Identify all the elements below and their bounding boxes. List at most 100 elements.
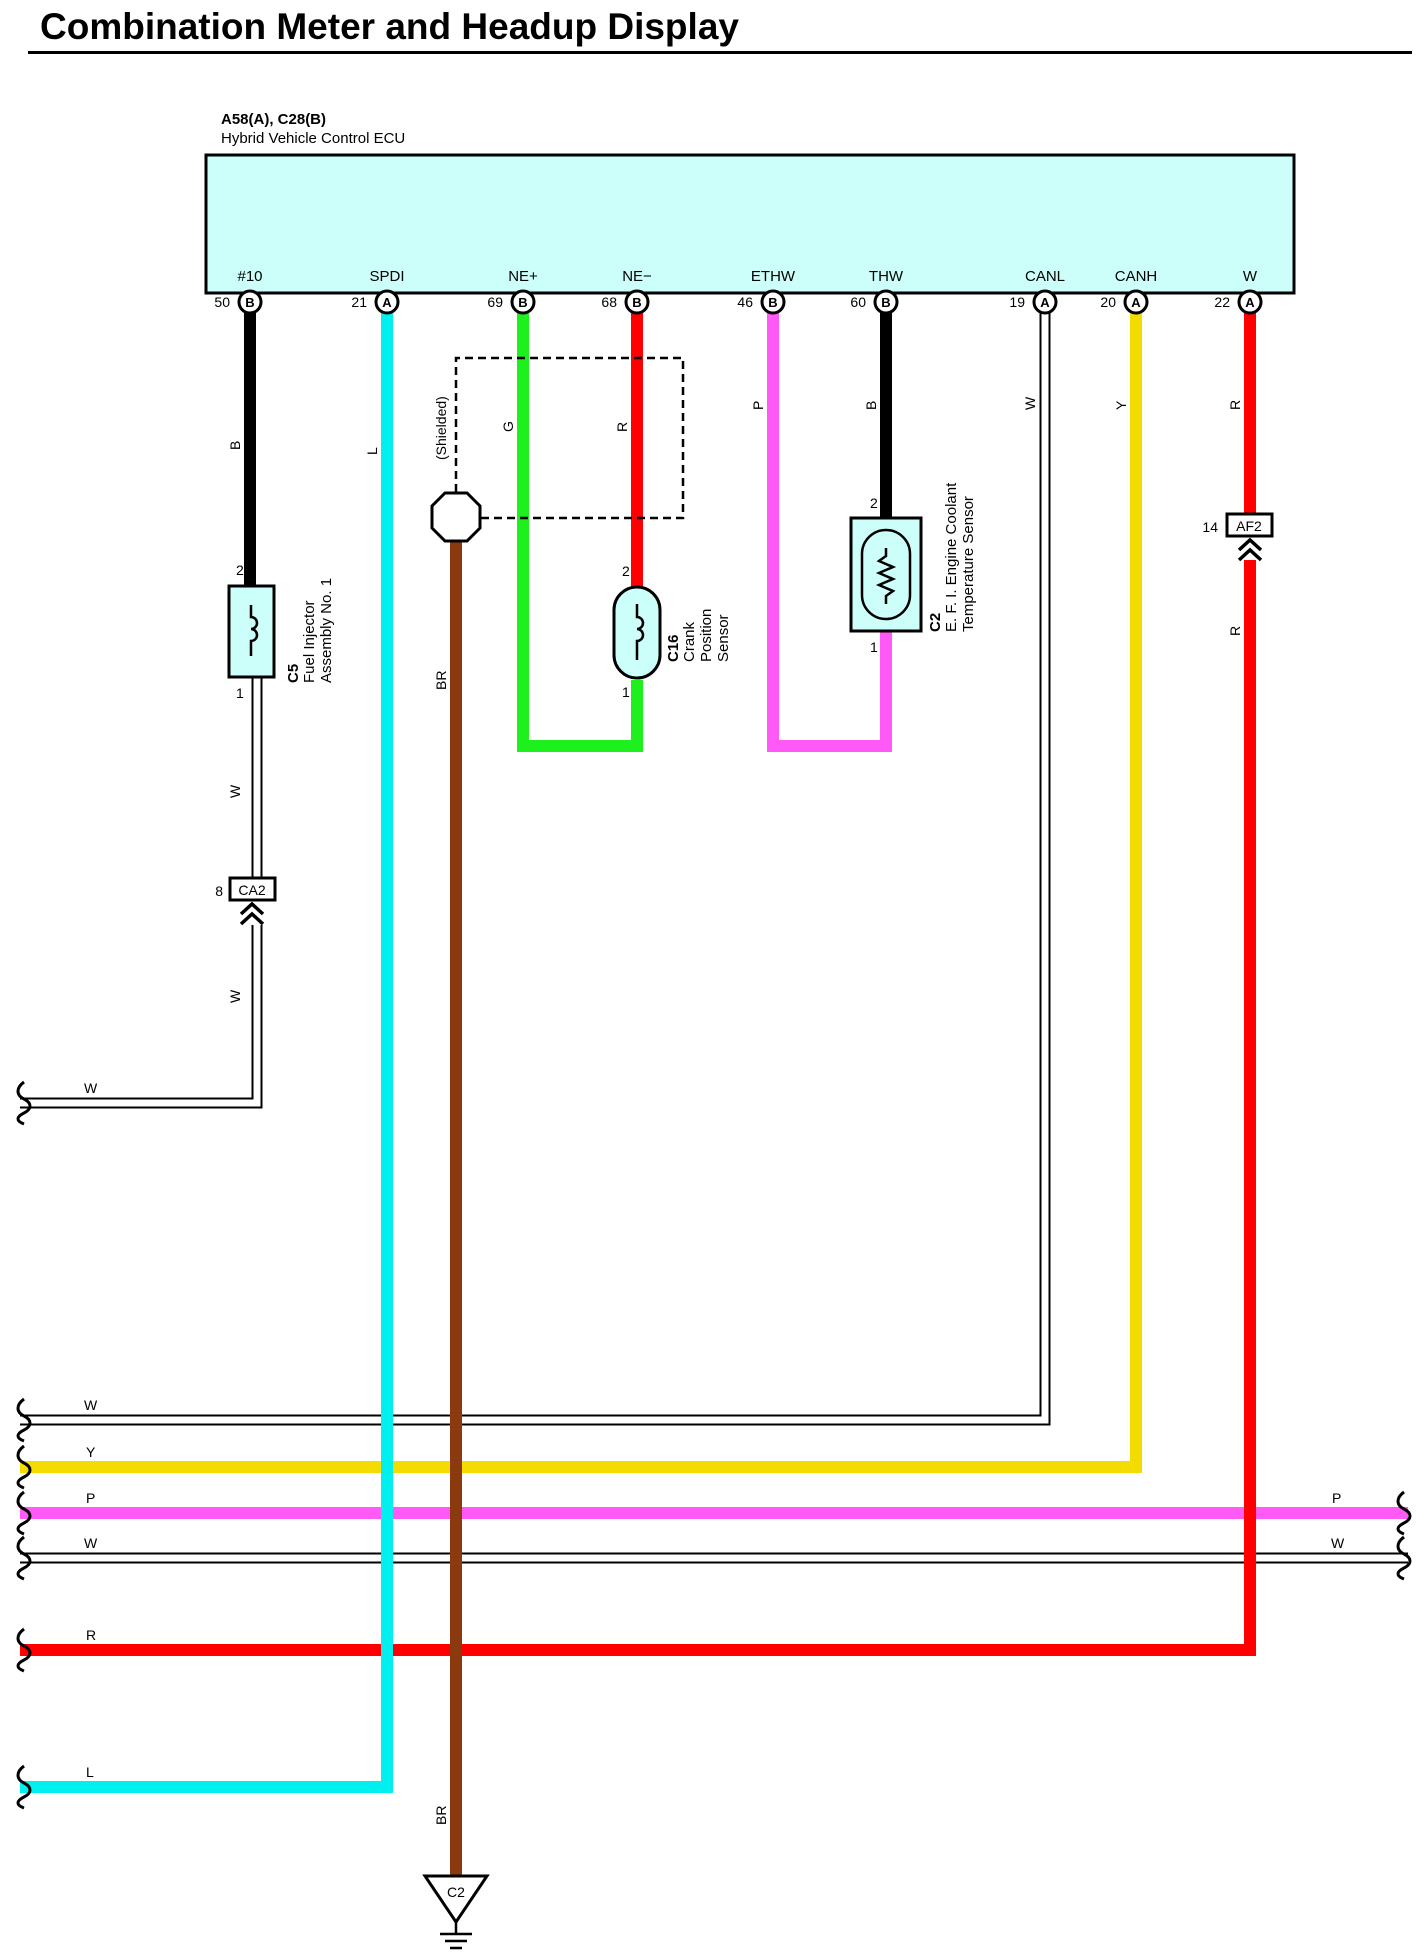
terminal-name: W bbox=[1243, 268, 1258, 285]
left-wire-label: R bbox=[86, 1627, 96, 1643]
wire-label: P bbox=[750, 401, 766, 410]
wire-label: R bbox=[1227, 400, 1243, 410]
ecu-pin-10: 50 B bbox=[214, 289, 263, 315]
wire-label: W bbox=[227, 989, 243, 1003]
svg-text:2: 2 bbox=[622, 563, 630, 579]
wire-canl-white bbox=[20, 313, 1051, 1426]
chevron-icon bbox=[1237, 537, 1263, 562]
wire-label: R bbox=[1227, 626, 1243, 636]
coil-icon bbox=[249, 605, 259, 656]
left-wire-label: L bbox=[86, 1764, 94, 1780]
svg-text:C16: C16 bbox=[665, 634, 682, 662]
svg-text:1: 1 bbox=[236, 685, 244, 701]
ecu-pin-spdi: 21 A bbox=[351, 289, 400, 315]
left-wire-label: W bbox=[84, 1397, 98, 1413]
svg-text:2: 2 bbox=[236, 562, 244, 578]
chevron-icon bbox=[239, 901, 265, 926]
svg-text:2: 2 bbox=[870, 495, 878, 511]
page-title: Combination Meter and Headup Display bbox=[40, 6, 739, 47]
svg-text:60: 60 bbox=[850, 294, 866, 310]
ecu-pin-neplus: 69 B bbox=[487, 289, 536, 315]
title-rule bbox=[28, 51, 1412, 54]
terminal-name: CANL bbox=[1025, 268, 1065, 285]
svg-text:Assembly No. 1: Assembly No. 1 bbox=[318, 578, 335, 683]
terminal-name: NE+ bbox=[508, 268, 538, 285]
svg-text:B: B bbox=[632, 295, 641, 310]
wire-label: B bbox=[863, 401, 879, 410]
wire-spdi-blue bbox=[20, 313, 393, 1793]
svg-text:A: A bbox=[1040, 295, 1050, 310]
ecu-pin-canh: 20 A bbox=[1100, 289, 1149, 315]
ecu-name: Hybrid Vehicle Control ECU bbox=[221, 130, 405, 147]
terminal-name: SPDI bbox=[369, 268, 404, 285]
terminal-name: #10 bbox=[237, 268, 262, 285]
coolant-temp-sensor-c2: 2 1 C2 E. F. I. Engine Coolant Temperatu… bbox=[849, 482, 977, 655]
svg-text:B: B bbox=[245, 295, 254, 310]
svg-text:AF2: AF2 bbox=[1236, 518, 1262, 534]
terminal-name: ETHW bbox=[751, 268, 796, 285]
ecu-pin-ethw: 46 B bbox=[737, 289, 786, 315]
svg-text:20: 20 bbox=[1100, 294, 1116, 310]
crank-position-sensor-c16: 2 1 C16 Crank Position Sensor bbox=[612, 563, 732, 700]
svg-text:Fuel Injector: Fuel Injector bbox=[301, 600, 318, 683]
svg-text:B: B bbox=[768, 295, 777, 310]
wire-label: B bbox=[227, 441, 243, 450]
wire-canh-yellow bbox=[20, 313, 1142, 1473]
terminal-name: THW bbox=[869, 268, 904, 285]
junction-af2: 14 AF2 bbox=[1202, 512, 1274, 562]
ecu-connectors-label: A58(A), C28(B) bbox=[221, 111, 326, 128]
svg-text:Position: Position bbox=[698, 609, 715, 662]
svg-text:A: A bbox=[1245, 295, 1255, 310]
svg-text:B: B bbox=[518, 295, 527, 310]
ecu-pin-neminus: 68 B bbox=[601, 289, 650, 315]
right-wire-label: P bbox=[1332, 1490, 1341, 1506]
wire-label: (Shielded) bbox=[433, 396, 449, 460]
ecu-terminal-names: #10 SPDI NE+ NE− ETHW THW CANL CANH W bbox=[237, 268, 1257, 285]
wire-label: G bbox=[500, 421, 516, 432]
wire-label: BR bbox=[433, 1806, 449, 1825]
shield-box bbox=[454, 356, 685, 520]
left-wire-label: P bbox=[86, 1490, 95, 1506]
svg-text:C2: C2 bbox=[927, 613, 944, 632]
resistor-icon bbox=[875, 548, 897, 604]
svg-text:8: 8 bbox=[215, 883, 223, 899]
svg-text:21: 21 bbox=[351, 294, 367, 310]
right-wire-label: W bbox=[1331, 1535, 1345, 1551]
svg-text:C2: C2 bbox=[447, 1884, 465, 1900]
svg-text:14: 14 bbox=[1202, 519, 1218, 535]
svg-text:CA2: CA2 bbox=[238, 882, 265, 898]
svg-text:1: 1 bbox=[622, 684, 630, 700]
ecu-box bbox=[204, 153, 1296, 295]
right-edge-labels: P W bbox=[1331, 1490, 1345, 1551]
shield-octagon bbox=[430, 491, 482, 543]
svg-text:19: 19 bbox=[1009, 294, 1025, 310]
fuel-injector-c5: 2 1 C5 Fuel Injector Assembly No. 1 bbox=[227, 562, 335, 701]
svg-text:B: B bbox=[881, 295, 890, 310]
wire-neplus-green bbox=[517, 313, 643, 752]
svg-text:Sensor: Sensor bbox=[715, 614, 732, 662]
svg-text:A: A bbox=[1131, 295, 1141, 310]
svg-text:22: 22 bbox=[1214, 294, 1230, 310]
svg-text:50: 50 bbox=[214, 294, 230, 310]
wire-w-red-lower bbox=[20, 560, 1256, 1656]
wire-label: W bbox=[227, 784, 243, 798]
svg-text:Crank: Crank bbox=[681, 621, 698, 662]
left-edge-labels: W W Y P W R L bbox=[84, 1080, 98, 1780]
svg-text:C5: C5 bbox=[285, 664, 302, 683]
svg-text:69: 69 bbox=[487, 294, 503, 310]
wire-label: BR bbox=[433, 671, 449, 690]
wire-ethw-pink bbox=[767, 313, 892, 752]
wire-label: R bbox=[614, 422, 630, 432]
ecu-pin-w: 22 A bbox=[1214, 289, 1263, 315]
junction-ca2: 8 CA2 bbox=[215, 876, 277, 926]
wire-inj-white bbox=[20, 675, 263, 1109]
terminal-name: NE− bbox=[622, 268, 652, 285]
svg-text:68: 68 bbox=[601, 294, 617, 310]
wire-label: W bbox=[1022, 396, 1038, 410]
ground-c2: C2 bbox=[422, 1874, 490, 1950]
coil-icon bbox=[635, 604, 645, 660]
left-wire-label: W bbox=[84, 1080, 98, 1096]
svg-text:Temperature Sensor: Temperature Sensor bbox=[960, 496, 977, 632]
ecu-pin-canl: 19 A bbox=[1009, 289, 1058, 315]
